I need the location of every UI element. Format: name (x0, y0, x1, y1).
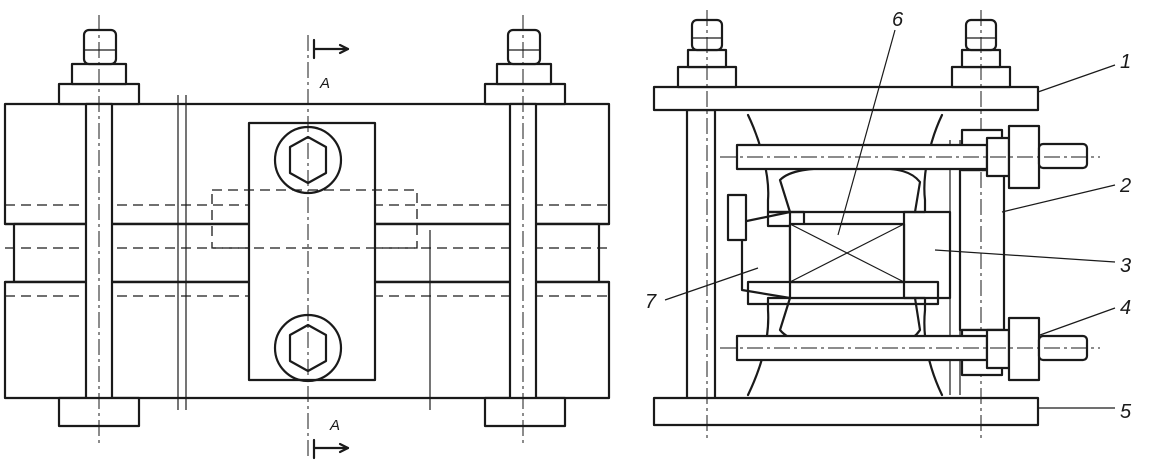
right-jaw (902, 210, 952, 300)
center-plate (211, 35, 418, 460)
front-view: A A (3, 15, 611, 460)
upper-bolt (720, 124, 1100, 190)
specimen-block (788, 222, 906, 284)
left-post (685, 108, 717, 402)
top-nut-left (676, 10, 738, 440)
section-label-bottom: A (329, 417, 340, 434)
top-plate (652, 85, 1040, 112)
section-view: 1 2 3 4 5 6 7 (645, 9, 1132, 440)
part-label-6: 6 (892, 9, 904, 31)
part-label-4: 4 (1120, 297, 1131, 319)
part-label-1: 1 (1120, 51, 1131, 73)
part-label-5: 5 (1120, 401, 1132, 423)
side-clamp (958, 168, 1006, 332)
left-jaw (740, 210, 792, 300)
section-mark-bottom: A (312, 417, 350, 460)
section-label-top: A (319, 75, 330, 92)
part-label-7: 7 (645, 291, 657, 313)
section-mark-top: A (312, 38, 350, 92)
base-plate (652, 396, 1040, 427)
right-tie-rod (483, 15, 567, 445)
part-label-3: 3 (1120, 255, 1131, 277)
part-label-2: 2 (1119, 175, 1131, 197)
left-tie-rod (57, 15, 141, 445)
lower-bolt (720, 316, 1100, 382)
